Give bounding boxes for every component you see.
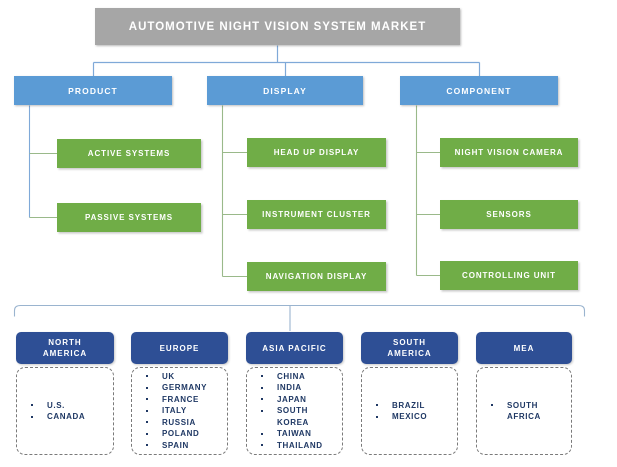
country-list-europe: UK GERMANY FRANCE ITALY RUSSIA POLAND SP… [132, 371, 207, 452]
country-list-asia-pacific: CHINA INDIA JAPAN SOUTH KOREA TAIWAN THA… [247, 371, 323, 452]
subcategory-box-head-up-display[interactable]: HEAD UP DISPLAY [247, 138, 386, 167]
region-header-south-america[interactable]: SOUTH AMERICA [361, 332, 458, 364]
category-box-product[interactable]: PRODUCT [14, 76, 172, 105]
region-header-asia-pacific[interactable]: ASIA PACIFIC [246, 332, 343, 364]
country-list-north-america: U.S. CANADA [17, 400, 85, 423]
subcategory-box-passive-systems[interactable]: PASSIVE SYSTEMS [57, 203, 201, 232]
list-item: POLAND [146, 428, 207, 440]
list-item: BRAZIL [376, 400, 427, 412]
list-item: UK [146, 371, 207, 383]
region-countries-asia-pacific: CHINA INDIA JAPAN SOUTH KOREA TAIWAN THA… [246, 367, 343, 455]
list-item: SOUTH KOREA [261, 405, 323, 428]
list-item: GERMANY [146, 382, 207, 394]
subcategory-box-active-systems[interactable]: ACTIVE SYSTEMS [57, 139, 201, 168]
region-header-mea[interactable]: MEA [476, 332, 572, 364]
region-header-north-america[interactable]: NORTH AMERICA [16, 332, 114, 364]
subcategory-box-sensors[interactable]: SENSORS [440, 200, 578, 229]
region-countries-europe: UK GERMANY FRANCE ITALY RUSSIA POLAND SP… [131, 367, 228, 455]
list-item: SOUTH AFRICA [491, 400, 541, 423]
region-header-europe[interactable]: EUROPE [131, 332, 228, 364]
list-item: ITALY [146, 405, 207, 417]
list-item: CHINA [261, 371, 323, 383]
list-item: TAIWAN [261, 428, 323, 440]
category-box-component[interactable]: COMPONENT [400, 76, 558, 105]
category-box-display[interactable]: DISPLAY [207, 76, 363, 105]
region-countries-north-america: U.S. CANADA [16, 367, 114, 455]
list-item: RUSSIA [146, 417, 207, 429]
subcategory-box-instrument-cluster[interactable]: INSTRUMENT CLUSTER [247, 200, 386, 229]
region-countries-mea: SOUTH AFRICA [476, 367, 572, 455]
list-item: CANADA [31, 411, 85, 423]
list-item: U.S. [31, 400, 85, 412]
list-item: FRANCE [146, 394, 207, 406]
country-list-mea: SOUTH AFRICA [477, 400, 541, 423]
diagram-title: AUTOMOTIVE NIGHT VISION SYSTEM MARKET [95, 8, 460, 45]
country-list-south-america: BRAZIL MEXICO [362, 400, 427, 423]
list-item: JAPAN [261, 394, 323, 406]
subcategory-box-navigation-display[interactable]: NAVIGATION DISPLAY [247, 262, 386, 291]
subcategory-box-night-vision-camera[interactable]: NIGHT VISION CAMERA [440, 138, 578, 167]
subcategory-box-controlling-unit[interactable]: CONTROLLING UNIT [440, 261, 578, 290]
list-item: THAILAND [261, 440, 323, 452]
list-item: INDIA [261, 382, 323, 394]
list-item: SPAIN [146, 440, 207, 452]
list-item: MEXICO [376, 411, 427, 423]
region-countries-south-america: BRAZIL MEXICO [361, 367, 458, 455]
